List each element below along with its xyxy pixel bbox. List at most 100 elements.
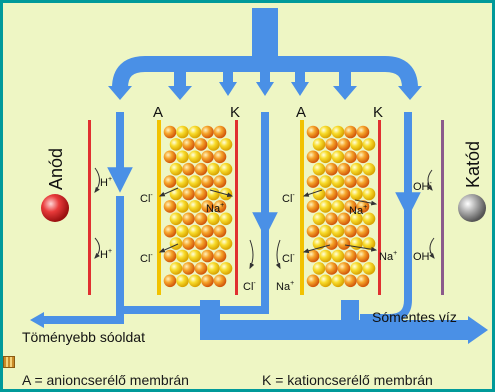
ion-labels: H+ H+ Cl- Cl- Na+ Cl- Na+ Cl- Cl- Na+ Na…	[100, 176, 433, 293]
resin-bead	[356, 200, 370, 213]
anion-membrane-1	[157, 120, 161, 295]
resin-bead	[344, 175, 357, 188]
ion-cl-minus-5: Cl-	[282, 252, 295, 265]
resin-bead	[176, 125, 189, 139]
legend-cation: K = kationcserélő membrán	[262, 372, 433, 388]
anode-label: Anód	[46, 148, 66, 190]
resin-bead	[356, 224, 370, 238]
resin-bead	[337, 162, 351, 176]
resin-bead	[356, 175, 370, 188]
resin-bead	[194, 237, 208, 250]
resin-bead	[182, 212, 195, 226]
membranes	[88, 120, 444, 295]
resin-bead	[331, 150, 345, 164]
resin-bead	[169, 138, 183, 151]
anode-plate	[88, 120, 91, 295]
inflow-arrowheads	[108, 82, 422, 100]
resin-bead	[207, 162, 220, 176]
resin-bead	[344, 249, 357, 263]
resin-bead	[319, 150, 332, 164]
resin-bead	[362, 138, 376, 151]
resin-bead	[331, 249, 345, 263]
resin-bead	[356, 274, 370, 288]
resin-bead	[219, 262, 233, 275]
resin-bead	[213, 125, 227, 139]
resin-bead	[312, 262, 326, 275]
resin-bead	[344, 150, 357, 164]
membrane-label-k2: K	[373, 104, 383, 121]
resin-bead	[362, 262, 376, 275]
resin-bead	[219, 138, 233, 151]
resin-bead	[201, 175, 214, 188]
resin-bead	[188, 274, 202, 288]
resin-bead	[362, 187, 376, 201]
resin-bead	[337, 237, 351, 250]
resin-bead	[319, 200, 332, 213]
membrane-label-k1: K	[230, 104, 240, 121]
resin-bead	[319, 249, 332, 263]
resin-bead	[213, 200, 227, 213]
ion-na-plus-2: Na+	[276, 280, 294, 293]
resin-bead	[350, 138, 363, 151]
resin-bead	[176, 224, 189, 238]
resin-bead	[306, 200, 320, 213]
resin-bead	[194, 162, 208, 176]
resin-bead	[169, 237, 183, 250]
concentrate-label: Töményebb sóoldat	[22, 329, 145, 345]
resin-bead	[344, 224, 357, 238]
cathode-plate	[441, 120, 444, 295]
resin-bead	[188, 224, 202, 238]
resin-bead	[213, 274, 227, 288]
ion-na-plus-4: Na+	[379, 250, 397, 263]
resin-bead	[182, 237, 195, 250]
resin-bead	[169, 162, 183, 176]
resin-bead	[344, 200, 357, 213]
resin-bead	[188, 175, 202, 188]
ion-oh-minus-1: OH-	[413, 180, 433, 193]
resin-bead	[176, 150, 189, 164]
resin-bead	[163, 224, 177, 238]
resin-bead	[207, 262, 220, 275]
resin-bead	[163, 150, 177, 164]
resin-bead	[350, 187, 363, 201]
resin-bead	[188, 125, 202, 139]
anion-membrane-2	[300, 120, 304, 295]
resin-bead	[337, 138, 351, 151]
resin-bead	[182, 162, 195, 176]
resin-bead	[325, 262, 338, 275]
resin-bead	[312, 138, 326, 151]
ion-cl-minus-3: Cl-	[243, 280, 256, 293]
resin-bead	[201, 249, 214, 263]
ion-h-plus-2: H+	[100, 248, 112, 261]
outflow-arrowheads	[30, 312, 488, 344]
resin-bead	[201, 274, 214, 288]
desalted-label: Sómentes víz	[372, 309, 457, 325]
resin-bead	[306, 150, 320, 164]
resin-bead	[306, 249, 320, 263]
ion-na-plus-3: Na+	[349, 204, 367, 217]
ion-oh-minus-2: OH-	[413, 250, 433, 263]
resin-beads	[163, 125, 376, 288]
resin-bead	[337, 212, 351, 226]
resin-bead	[219, 212, 233, 226]
resin-bead	[325, 212, 338, 226]
resin-bead	[182, 262, 195, 275]
resin-bead	[325, 237, 338, 250]
resin-bead	[319, 274, 332, 288]
resin-bead	[213, 150, 227, 164]
resin-bead	[319, 175, 332, 188]
corner-logo-icon	[3, 356, 15, 368]
resin-bead	[312, 212, 326, 226]
resin-bead	[319, 224, 332, 238]
resin-bead	[207, 138, 220, 151]
cathode-ball	[458, 194, 486, 222]
resin-bead	[194, 262, 208, 275]
resin-bead	[331, 175, 345, 188]
resin-bead	[182, 187, 195, 201]
resin-bead	[176, 274, 189, 288]
resin-bead	[344, 274, 357, 288]
resin-bead	[163, 175, 177, 188]
resin-bead	[350, 162, 363, 176]
resin-bead	[176, 175, 189, 188]
resin-bead	[312, 162, 326, 176]
